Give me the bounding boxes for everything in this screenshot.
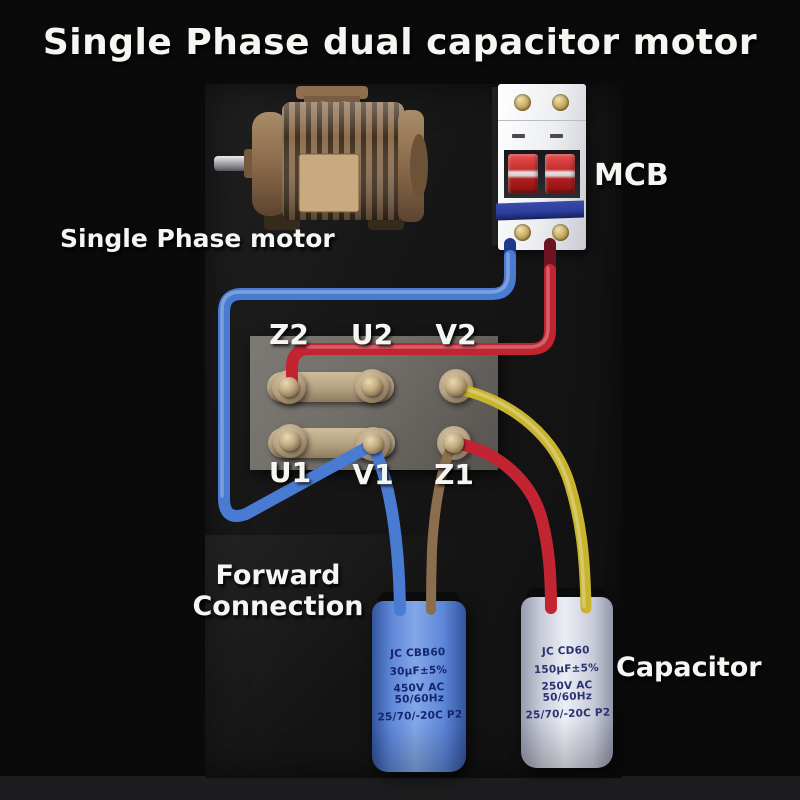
start-capacitor-markings: JC CD60 150µF±5% 250V AC 50/60Hz 25/70/-… xyxy=(520,644,615,728)
mcb-top-screw-left xyxy=(514,94,531,111)
run-capacitor-body xyxy=(372,601,466,772)
forward-connection-line1: Forward xyxy=(215,560,341,591)
motor-terminal-box-lid xyxy=(296,86,368,99)
mcb-seam xyxy=(498,120,586,121)
run-capacitor: JC CBB60 30µF±5% 450V AC 50/60Hz 25/70/-… xyxy=(372,592,466,772)
page-title: Single Phase dual capacitor motor xyxy=(42,22,758,63)
start-cap-line1: JC CD60 xyxy=(541,644,590,658)
start-cap-line3: 250V AC 50/60Hz xyxy=(541,679,593,704)
motor-rear-flange xyxy=(410,134,428,198)
terminal-label-u1: U1 xyxy=(268,456,312,489)
mcb-toggle-left xyxy=(508,154,538,194)
screw-z1 xyxy=(444,433,464,453)
forward-connection-label: Forward Connection xyxy=(188,560,368,622)
floor-strip xyxy=(0,776,800,800)
terminal-label-v2: V2 xyxy=(435,318,477,351)
mcb-vent-left xyxy=(512,134,525,138)
terminal-label-z2: Z2 xyxy=(269,318,309,351)
start-capacitor: JC CD60 150µF±5% 250V AC 50/60Hz 25/70/-… xyxy=(521,588,613,768)
single-phase-motor-illustration xyxy=(214,86,428,230)
motor-label: Single Phase motor xyxy=(60,224,335,253)
motor-end-bell-left xyxy=(252,112,288,216)
capacitor-label: Capacitor xyxy=(616,652,762,683)
terminal-label-z1: Z1 xyxy=(434,458,474,491)
motor-nameplate xyxy=(298,153,360,213)
screw-z2 xyxy=(279,377,299,397)
mcb-breaker xyxy=(492,84,586,250)
screw-u1 xyxy=(280,431,300,451)
mcb-top-screw-right xyxy=(552,94,569,111)
run-cap-line2: 30µF±5% xyxy=(389,663,448,678)
mcb-label: MCB xyxy=(594,158,669,193)
run-cap-line4: 25/70/-20C P2 xyxy=(377,708,463,724)
run-cap-line3: 450V AC 50/60Hz xyxy=(393,681,445,706)
terminal-label-v1: V1 xyxy=(352,458,394,491)
mcb-toggle-right xyxy=(545,154,575,194)
run-cap-line1: JC CBB60 xyxy=(389,646,446,660)
mcb-bottom-screw-right xyxy=(552,224,569,241)
start-cap-line4: 25/70/-20C P2 xyxy=(525,706,611,722)
mcb-bottom-screw-left xyxy=(514,224,531,241)
mcb-side-face xyxy=(492,87,502,245)
screw-v2 xyxy=(446,376,466,396)
run-capacitor-markings: JC CBB60 30µF±5% 450V AC 50/60Hz 25/70/-… xyxy=(371,646,468,730)
terminal-label-u2: U2 xyxy=(350,318,394,351)
start-cap-line2: 150µF±5% xyxy=(533,661,600,676)
start-capacitor-body xyxy=(521,597,613,768)
screw-v1 xyxy=(363,434,383,454)
mcb-din-clip xyxy=(496,200,584,221)
mcb-vent-right xyxy=(550,134,563,138)
screw-u2 xyxy=(362,376,382,396)
forward-connection-line2: Connection xyxy=(192,591,364,623)
mcb-toggle-recess xyxy=(504,150,580,198)
